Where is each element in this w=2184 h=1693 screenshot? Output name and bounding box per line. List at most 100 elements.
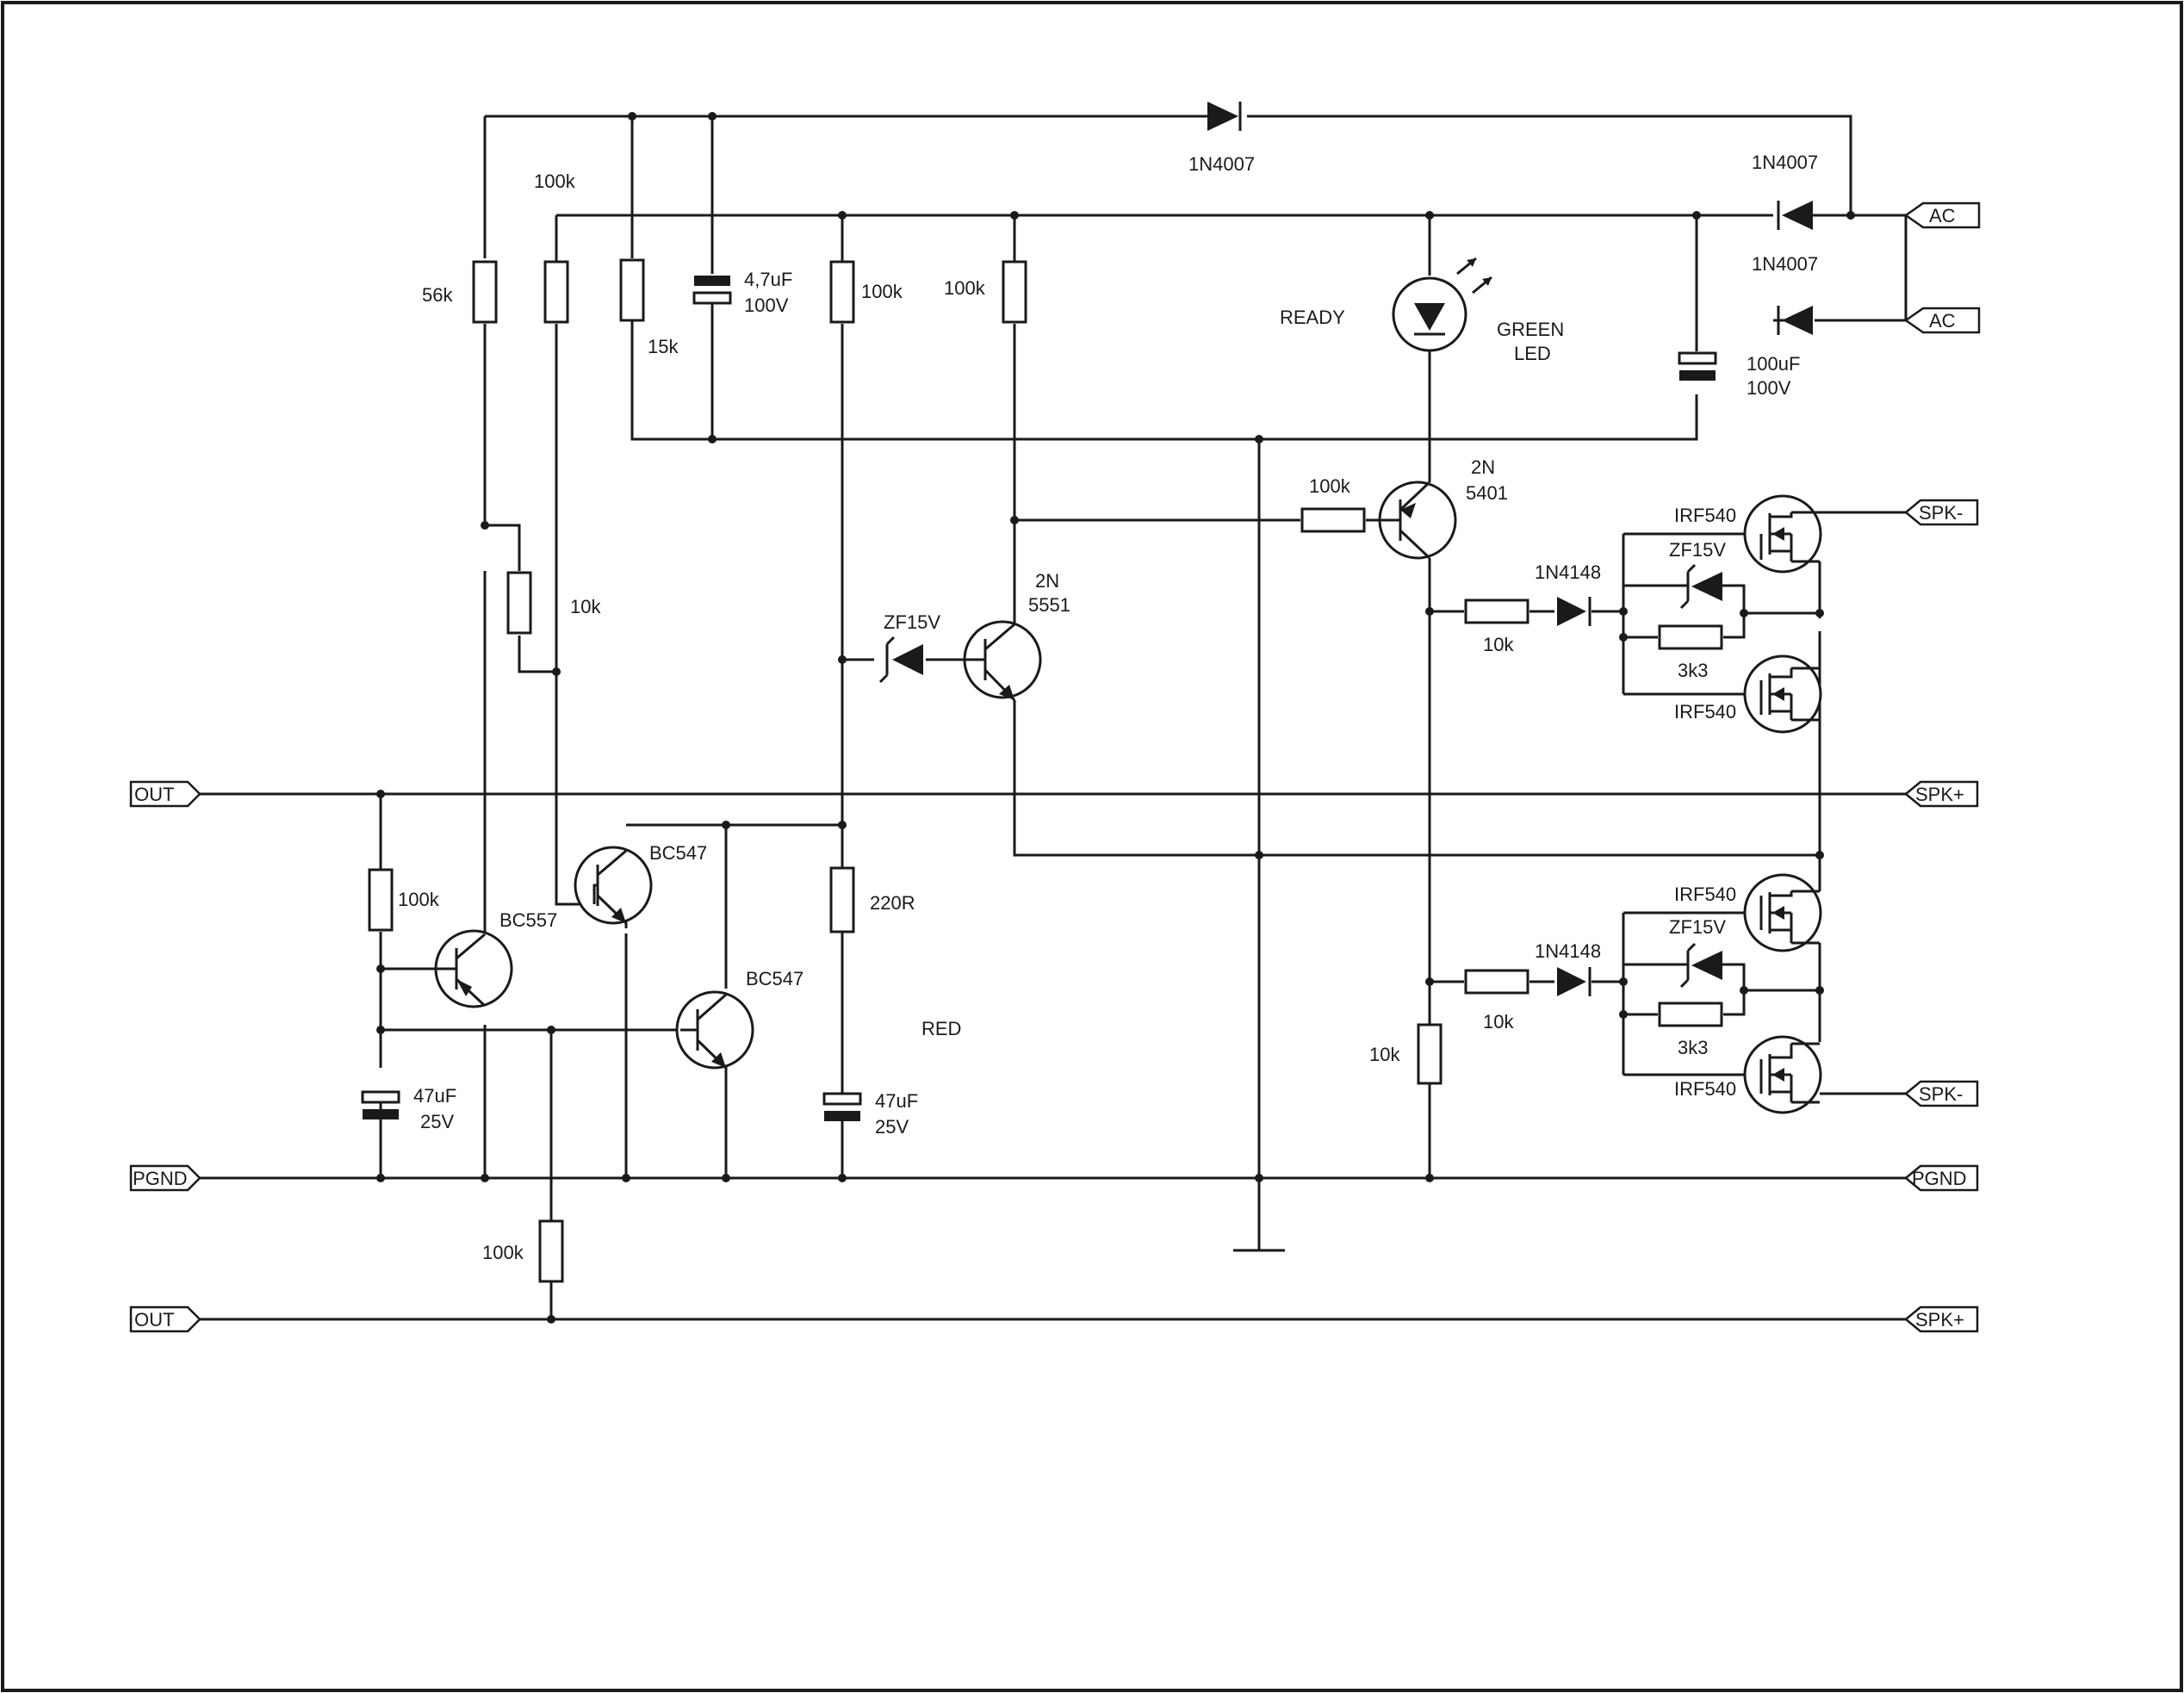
resistor-15k [619, 258, 645, 322]
mosfets [1743, 494, 1822, 1114]
port-spk-minus-top-label: SPK- [1919, 502, 1963, 524]
diode-1n4007-top [1207, 102, 1242, 131]
label-bot-3k3: 3k3 [1678, 1037, 1708, 1058]
transistor-bc547-top [574, 846, 653, 925]
label-green-a: GREEN [1497, 319, 1564, 340]
label-c47-r-a: 47uF [875, 1090, 918, 1112]
port-pgnd-left-label: PGND [133, 1168, 188, 1189]
label-q5401-a: 2N [1471, 456, 1495, 478]
mosfet-irf540-4 [1743, 1035, 1822, 1114]
diode-1n4007-ac2 [1777, 306, 1813, 335]
label-top-r10k: 10k [1483, 634, 1514, 655]
label-top-zf: ZF15V [1669, 539, 1726, 561]
resistor-56k [472, 260, 498, 324]
label-zf-left: ZF15V [884, 611, 940, 633]
label-bc557: BC557 [499, 909, 557, 931]
mosfet-irf540-2 [1743, 654, 1822, 734]
port-spk-plus-bot: SPK+ [1904, 1305, 1979, 1333]
transistor-2n5551 [963, 620, 1042, 702]
resistor-3k3-bot [1658, 1002, 1723, 1027]
capacitor-4-7uf [692, 276, 732, 305]
label-green-b: LED [1514, 343, 1551, 364]
resistor-100k-top [543, 260, 569, 324]
transistor-2n5401 [1378, 481, 1457, 560]
port-out-top-label: OUT [134, 784, 174, 805]
label-r100k-base: 100k [1309, 475, 1351, 497]
resistor-220r [829, 866, 855, 933]
resistor-3k3-top [1658, 624, 1723, 650]
diode-1n4148-bot [1557, 967, 1591, 996]
label-bot-zf: ZF15V [1669, 916, 1726, 938]
port-out-top: OUT [129, 780, 202, 808]
label-r220: 220R [870, 892, 915, 914]
wires [198, 115, 1908, 1321]
label-bot-r10k: 10k [1483, 1011, 1514, 1033]
resistor-10k-left [506, 571, 532, 635]
junction-dots [376, 112, 1855, 1324]
transistor-bc547-bot [675, 990, 754, 1070]
capacitors [361, 276, 1717, 1121]
label-bc547-bot: BC547 [746, 968, 803, 989]
label-c47-l-b: 25V [420, 1111, 454, 1132]
capacitor-47uf-left [361, 1090, 400, 1119]
resistor-100k-out [368, 868, 394, 932]
label-r100k-right: 100k [944, 277, 986, 299]
port-ac1: AC [1903, 202, 1981, 229]
port-spk-minus-bot-label: SPK- [1919, 1083, 1963, 1105]
label-top-1n4148: 1N4148 [1535, 561, 1601, 583]
resistor-100k-right [1002, 260, 1027, 324]
port-ac1-label: AC [1929, 205, 1956, 226]
label-r100k-out: 100k [398, 889, 440, 910]
label-top-irf-b: IRF540 [1674, 701, 1736, 722]
port-spk-plus-top-label: SPK+ [1915, 784, 1964, 805]
label-r10k-left: 10k [570, 596, 601, 617]
label-r56k: 56k [422, 284, 453, 306]
label-bot-1n4148: 1N4148 [1535, 940, 1601, 962]
port-pgnd-right: PGND [1904, 1164, 1979, 1192]
resistor-10k-bottom-col [1417, 1023, 1443, 1085]
label-q5551-a: 2N [1035, 570, 1059, 592]
label-d-ac1: 1N4007 [1752, 152, 1818, 173]
resistors [368, 258, 1723, 1283]
port-spk-minus-top: SPK- [1904, 499, 1979, 526]
diode-1n4148-top [1557, 597, 1591, 626]
label-bc547-top: BC547 [649, 842, 707, 864]
capacitor-100uf [1678, 351, 1717, 381]
capacitor-47uf-right [822, 1092, 862, 1121]
port-pgnd-left: PGND [129, 1164, 202, 1192]
label-r100k-bot: 100k [482, 1242, 524, 1263]
resistor-100k-mid [829, 260, 855, 324]
green-led [1392, 257, 1492, 352]
label-r15k: 15k [648, 336, 679, 357]
label-red: RED [921, 1018, 961, 1039]
port-ac2: AC [1903, 307, 1981, 334]
mosfet-irf540-3 [1743, 873, 1822, 952]
label-d-top: 1N4007 [1188, 153, 1255, 175]
port-out-bot: OUT [129, 1305, 202, 1333]
port-out-bot-label: OUT [134, 1309, 174, 1330]
label-bot-irf-a: IRF540 [1674, 884, 1736, 905]
label-c47u-a: 4,7uF [744, 269, 792, 290]
zener-zf15v-top [1679, 563, 1722, 610]
resistor-10k-top-gate [1464, 598, 1529, 624]
label-d-ac2: 1N4007 [1752, 253, 1818, 275]
label-q5401-b: 5401 [1466, 482, 1508, 504]
label-bot-irf-b: IRF540 [1674, 1078, 1736, 1100]
label-c47-r-b: 25V [875, 1116, 909, 1138]
label-c100u-a: 100uF [1747, 353, 1800, 375]
resistor-10k-bot-gate [1464, 969, 1529, 995]
label-c100u-b: 100V [1747, 377, 1791, 399]
port-spk-plus-bot-label: SPK+ [1915, 1309, 1964, 1330]
label-r100k-top: 100k [534, 171, 576, 192]
port-ac2-label: AC [1929, 310, 1956, 332]
resistor-100k-base [1300, 507, 1366, 533]
port-pgnd-right-label: PGND [1912, 1168, 1967, 1189]
label-r10k-bottom-col: 10k [1369, 1044, 1400, 1065]
port-spk-plus-top: SPK+ [1904, 780, 1979, 808]
label-q5551-b: 5551 [1028, 594, 1070, 616]
component-labels: 1N4007 1N4007 1N4007 56k 100k 15k 4,7uF … [398, 152, 1818, 1263]
resistor-100k-bot [538, 1219, 564, 1283]
mosfet-irf540-1 [1743, 494, 1822, 574]
